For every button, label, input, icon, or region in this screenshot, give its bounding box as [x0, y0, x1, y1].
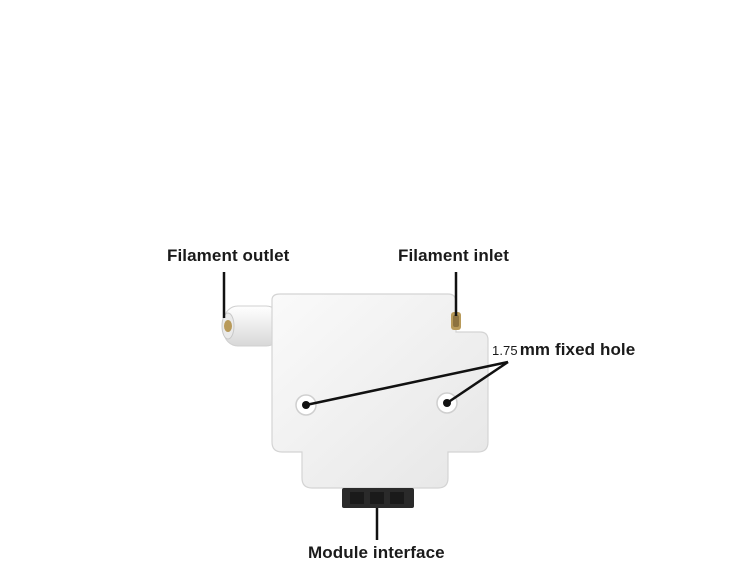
filament-outlet-label: Filament outlet — [167, 246, 290, 265]
leader-hole-right — [446, 360, 509, 405]
inlet-fitting — [451, 312, 461, 330]
leader-hole-left — [305, 360, 509, 407]
filament-inlet-label: Filament inlet — [398, 246, 509, 265]
leader-lines — [222, 272, 509, 540]
fixed-hole-text: mm fixed hole — [519, 340, 636, 359]
module-connector — [342, 488, 414, 508]
fixed-hole-size: 1.75 — [492, 343, 518, 358]
outlet-fitting — [224, 320, 232, 332]
module-body — [271, 293, 489, 489]
outlet-tube — [221, 305, 281, 347]
module-interface-label: Module interface — [308, 543, 445, 562]
